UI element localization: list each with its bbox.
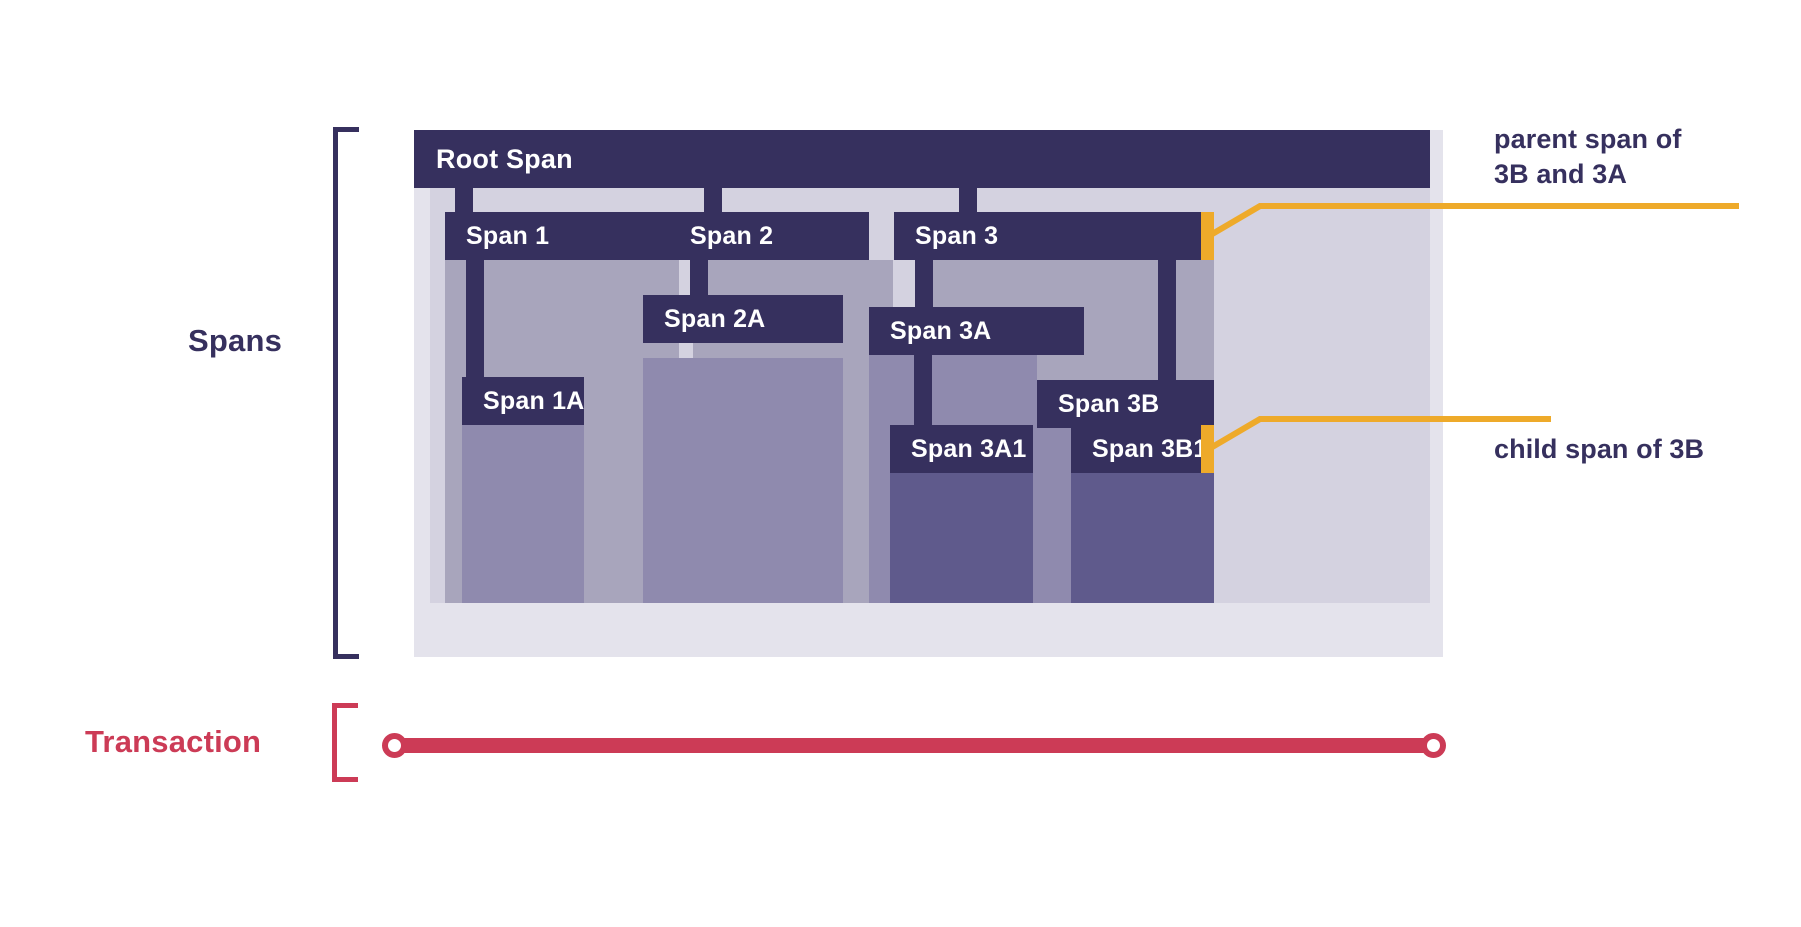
- span3a-bar[interactable]: Span 3A: [869, 307, 1084, 355]
- span3-label: Span 3: [915, 221, 999, 250]
- callout-parent-span: parent span of 3B and 3A: [1494, 124, 1682, 189]
- span2-label: Span 2: [690, 221, 774, 250]
- connector-span3-to-span3a: [915, 260, 933, 307]
- span3a-label: Span 3A: [890, 316, 992, 345]
- connector-span3-to-span3b: [1158, 260, 1176, 380]
- span1-bar[interactable]: Span 1: [445, 212, 679, 260]
- highlight-marker-span3b1: [1201, 425, 1214, 473]
- spans-plate: Root Span Span 1 Span 1A Span 2 Span 2A: [414, 130, 1443, 657]
- span3b-bar[interactable]: Span 3B: [1037, 380, 1214, 428]
- span2a-bar[interactable]: Span 2A: [643, 295, 843, 343]
- transaction-timeline-bar[interactable]: [392, 738, 1442, 753]
- span3a1-bar[interactable]: Span 3A1: [890, 425, 1033, 473]
- span1a-bar[interactable]: Span 1A: [462, 377, 584, 425]
- span2a-label: Span 2A: [664, 304, 766, 333]
- root-span-label: Root Span: [436, 143, 573, 174]
- callout-child-span: child span of 3B: [1494, 434, 1705, 464]
- leader-line-child-callout: [1209, 416, 1551, 451]
- span3b1-bar[interactable]: Span 3B1: [1071, 425, 1214, 473]
- span1-label: Span 1: [466, 221, 550, 250]
- span3b-label: Span 3B: [1058, 389, 1160, 418]
- span3a1-body: [890, 473, 1033, 603]
- spans-section-label: Spans: [188, 323, 283, 358]
- transaction-section-label: Transaction: [85, 724, 262, 759]
- span1a-label: Span 1A: [483, 386, 585, 415]
- highlight-marker-span3: [1201, 212, 1214, 260]
- transaction-end-dot[interactable]: [1421, 733, 1446, 758]
- root-span-bar[interactable]: Root Span: [414, 130, 1430, 188]
- span3-bar[interactable]: Span 3: [894, 212, 1214, 260]
- transaction-bracket: [332, 703, 358, 782]
- span1a-body: [462, 425, 584, 603]
- spans-bracket: [333, 127, 359, 659]
- span3b1-label: Span 3B1: [1092, 434, 1208, 463]
- span2a-body: [643, 358, 843, 603]
- connector-span1-to-span1a: [466, 260, 484, 395]
- span2-bar[interactable]: Span 2: [669, 212, 869, 260]
- span3a1-label: Span 3A1: [911, 434, 1027, 463]
- leader-line-parent-callout: [1209, 203, 1739, 238]
- transaction-start-dot[interactable]: [382, 733, 407, 758]
- span3b1-body: [1071, 473, 1214, 603]
